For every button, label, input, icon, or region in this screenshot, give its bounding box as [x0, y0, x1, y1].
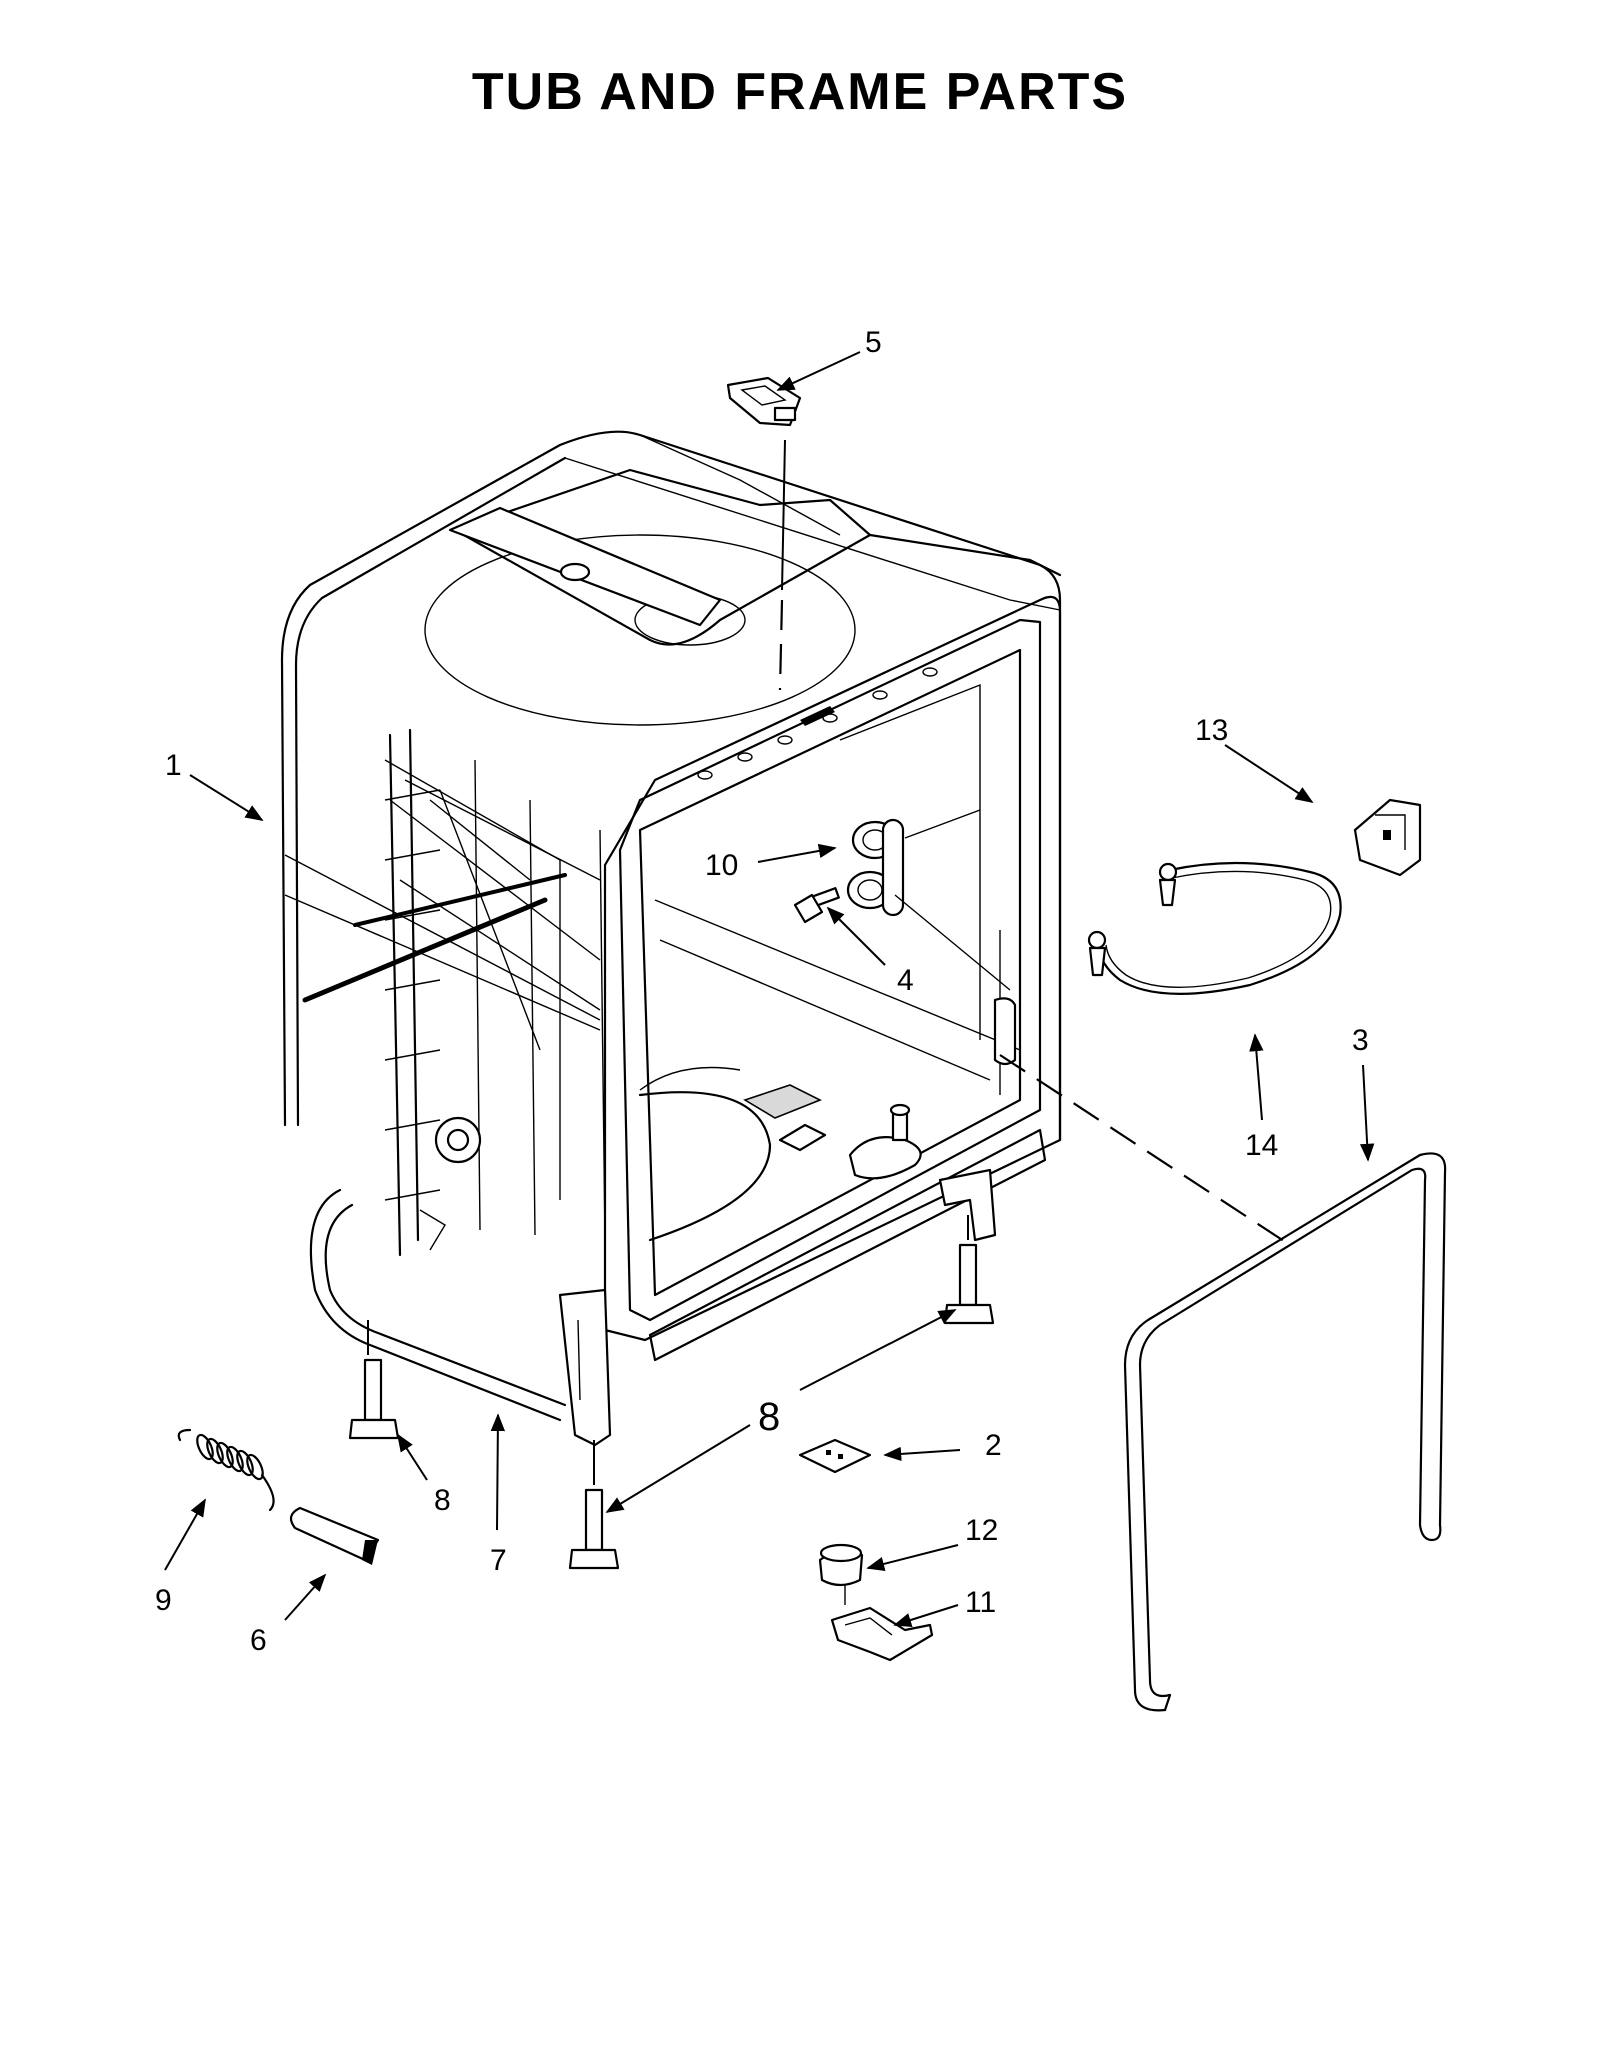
callout-3: 3: [1352, 1024, 1369, 1057]
part-8-leg-left: [348, 1358, 400, 1440]
callout-14: 14: [1245, 1129, 1278, 1162]
part-4-screw: [793, 887, 840, 924]
part-8-leg-right: [943, 1243, 995, 1325]
part-9-spring: [177, 1428, 275, 1512]
callout-8-center: 8: [758, 1395, 780, 1439]
callout-2: 2: [985, 1429, 1002, 1462]
tub-assembly: [280, 430, 1062, 1447]
callout-10: 10: [705, 849, 738, 882]
callout-8-left: 8: [434, 1484, 451, 1517]
part-11-bracket: [830, 1606, 934, 1662]
part-13-bracket: [1353, 798, 1422, 877]
callout-4: 4: [897, 964, 914, 997]
callout-11: 11: [965, 1586, 996, 1619]
part-2-label: [798, 1438, 872, 1474]
part-12-thermostat: [818, 1543, 864, 1605]
callout-9: 9: [155, 1584, 172, 1617]
callout-7: 7: [490, 1544, 507, 1577]
callout-6: 6: [250, 1624, 267, 1657]
part-6-pad: [289, 1506, 380, 1565]
callout-12: 12: [965, 1514, 998, 1547]
part-3-door-gasket: [1123, 1152, 1447, 1712]
page-title: TUB AND FRAME PARTS: [471, 63, 1129, 121]
part-14-wire-harness: [1087, 861, 1342, 995]
callout-5: 5: [865, 326, 882, 359]
part-10-grommets: [846, 818, 905, 917]
part-8-leg-front: [568, 1488, 620, 1570]
callout-13: 13: [1195, 714, 1228, 747]
callout-1: 1: [165, 749, 182, 782]
